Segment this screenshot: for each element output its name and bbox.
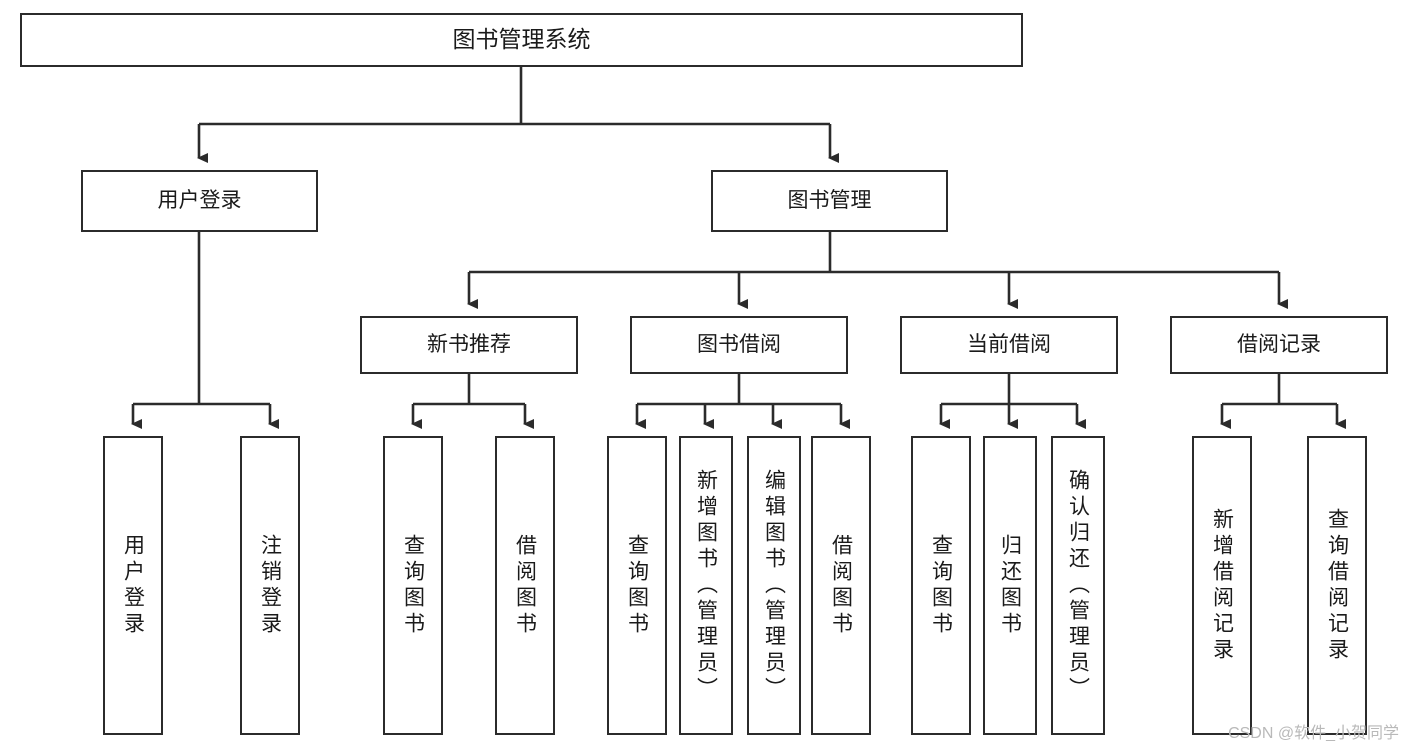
leaf-edit-book-admin[interactable]: 编辑图书（管理员） — [747, 436, 801, 735]
leaf-query-borrow-record[interactable]: 查询借阅记录 — [1307, 436, 1367, 735]
node-label: 新增借阅记录 — [1210, 507, 1234, 664]
node-label: 查询图书 — [929, 533, 953, 638]
leaf-query-book-borrow[interactable]: 查询图书 — [607, 436, 667, 735]
node-label: 借阅图书 — [829, 533, 853, 638]
node-label: 用户登录 — [157, 188, 242, 212]
leaf-query-book-current[interactable]: 查询图书 — [911, 436, 971, 735]
leaf-query-book-recommend[interactable]: 查询图书 — [383, 436, 443, 735]
node-user-login[interactable]: 用户登录 — [81, 170, 318, 232]
node-book-management[interactable]: 图书管理 — [711, 170, 948, 232]
node-label: 图书管理系统 — [452, 26, 591, 53]
watermark: CSDN @软件_小贺同学 — [1228, 725, 1399, 742]
node-label: 借阅记录 — [1237, 332, 1321, 356]
leaf-add-book-admin[interactable]: 新增图书（管理员） — [679, 436, 733, 735]
leaf-borrow-book-recommend[interactable]: 借阅图书 — [495, 436, 555, 735]
node-new-book-recommend[interactable]: 新书推荐 — [360, 316, 578, 374]
leaf-add-borrow-record[interactable]: 新增借阅记录 — [1192, 436, 1252, 735]
node-label: 编辑图书（管理员） — [762, 468, 786, 703]
node-label: 查询图书 — [625, 533, 649, 638]
node-label: 用户登录 — [121, 533, 145, 638]
leaf-user-login[interactable]: 用户登录 — [103, 436, 163, 735]
node-label: 归还图书 — [998, 533, 1022, 638]
node-label: 查询借阅记录 — [1325, 507, 1349, 664]
node-label: 新书推荐 — [427, 332, 511, 356]
node-root-book-management-system[interactable]: 图书管理系统 — [20, 13, 1023, 67]
node-label: 确认归还（管理员） — [1066, 468, 1090, 703]
leaf-borrow-book[interactable]: 借阅图书 — [811, 436, 871, 735]
node-label: 借阅图书 — [513, 533, 537, 638]
node-label: 查询图书 — [401, 533, 425, 638]
node-book-borrow[interactable]: 图书借阅 — [630, 316, 848, 374]
leaf-return-book[interactable]: 归还图书 — [983, 436, 1037, 735]
node-borrow-record[interactable]: 借阅记录 — [1170, 316, 1388, 374]
node-label: 当前借阅 — [967, 332, 1051, 356]
node-label: 图书借阅 — [697, 332, 781, 356]
leaf-logout[interactable]: 注销登录 — [240, 436, 300, 735]
node-label: 注销登录 — [258, 533, 282, 638]
node-label: 图书管理 — [787, 188, 872, 212]
node-label: 新增图书（管理员） — [694, 468, 718, 703]
node-current-borrow[interactable]: 当前借阅 — [900, 316, 1118, 374]
leaf-confirm-return-admin[interactable]: 确认归还（管理员） — [1051, 436, 1105, 735]
